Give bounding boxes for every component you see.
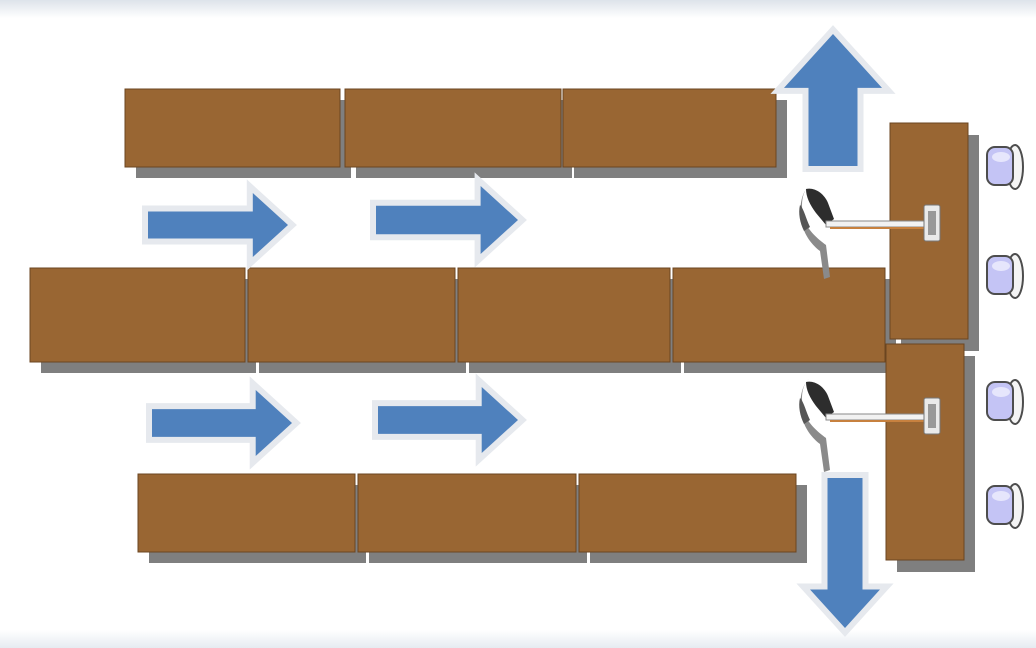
conveyor-block <box>29 267 246 363</box>
side-block <box>885 343 965 561</box>
right-arrow-icon <box>372 373 527 467</box>
middle-row <box>29 267 896 373</box>
push-bar-edge <box>830 227 934 229</box>
conveyor-block <box>137 473 356 553</box>
conveyor-block <box>562 88 777 168</box>
roller-highlight <box>992 261 1010 271</box>
top-row <box>124 88 787 178</box>
roller-highlight <box>992 387 1010 397</box>
conveyor-block <box>247 267 456 363</box>
push-bar <box>825 220 937 228</box>
bottom-row <box>137 473 807 563</box>
side-conveyor <box>885 122 979 572</box>
arrow-body <box>810 478 880 628</box>
worker-arm <box>806 188 834 225</box>
roller-icon <box>986 144 1024 190</box>
worker-figure-icon <box>799 185 941 279</box>
roller-highlight <box>992 491 1010 501</box>
worker-leg <box>799 205 810 231</box>
arrow-body <box>378 387 518 453</box>
roller-icon <box>986 483 1024 529</box>
conveyor-block <box>344 88 562 168</box>
arrow-body <box>152 390 292 456</box>
worker-leg <box>799 398 810 424</box>
roller-icon <box>986 379 1024 425</box>
worker-body <box>800 378 830 472</box>
conveyor-block <box>578 473 797 553</box>
roller-icon <box>986 253 1024 299</box>
right-arrow-icon <box>142 179 297 271</box>
up-arrow-icon <box>770 25 896 172</box>
right-arrow-icon <box>146 376 301 470</box>
conveyor-block <box>124 88 341 168</box>
worker-figure-icon <box>799 378 941 472</box>
conveyor-block <box>457 267 671 363</box>
arrow-body <box>148 193 288 257</box>
worker-body <box>800 185 830 279</box>
push-plate-grip <box>928 211 936 235</box>
roller-highlight <box>992 152 1010 162</box>
arrow-body <box>376 186 518 254</box>
push-bar <box>825 413 937 421</box>
push-bar-edge <box>830 420 934 422</box>
push-plate-grip <box>928 404 936 428</box>
arrow-body <box>784 34 882 166</box>
worker-arm <box>806 381 834 418</box>
conveyor-block <box>357 473 577 553</box>
down-arrow-icon <box>796 472 894 637</box>
right-arrow-icon <box>370 172 527 268</box>
conveyor-block <box>672 267 886 363</box>
